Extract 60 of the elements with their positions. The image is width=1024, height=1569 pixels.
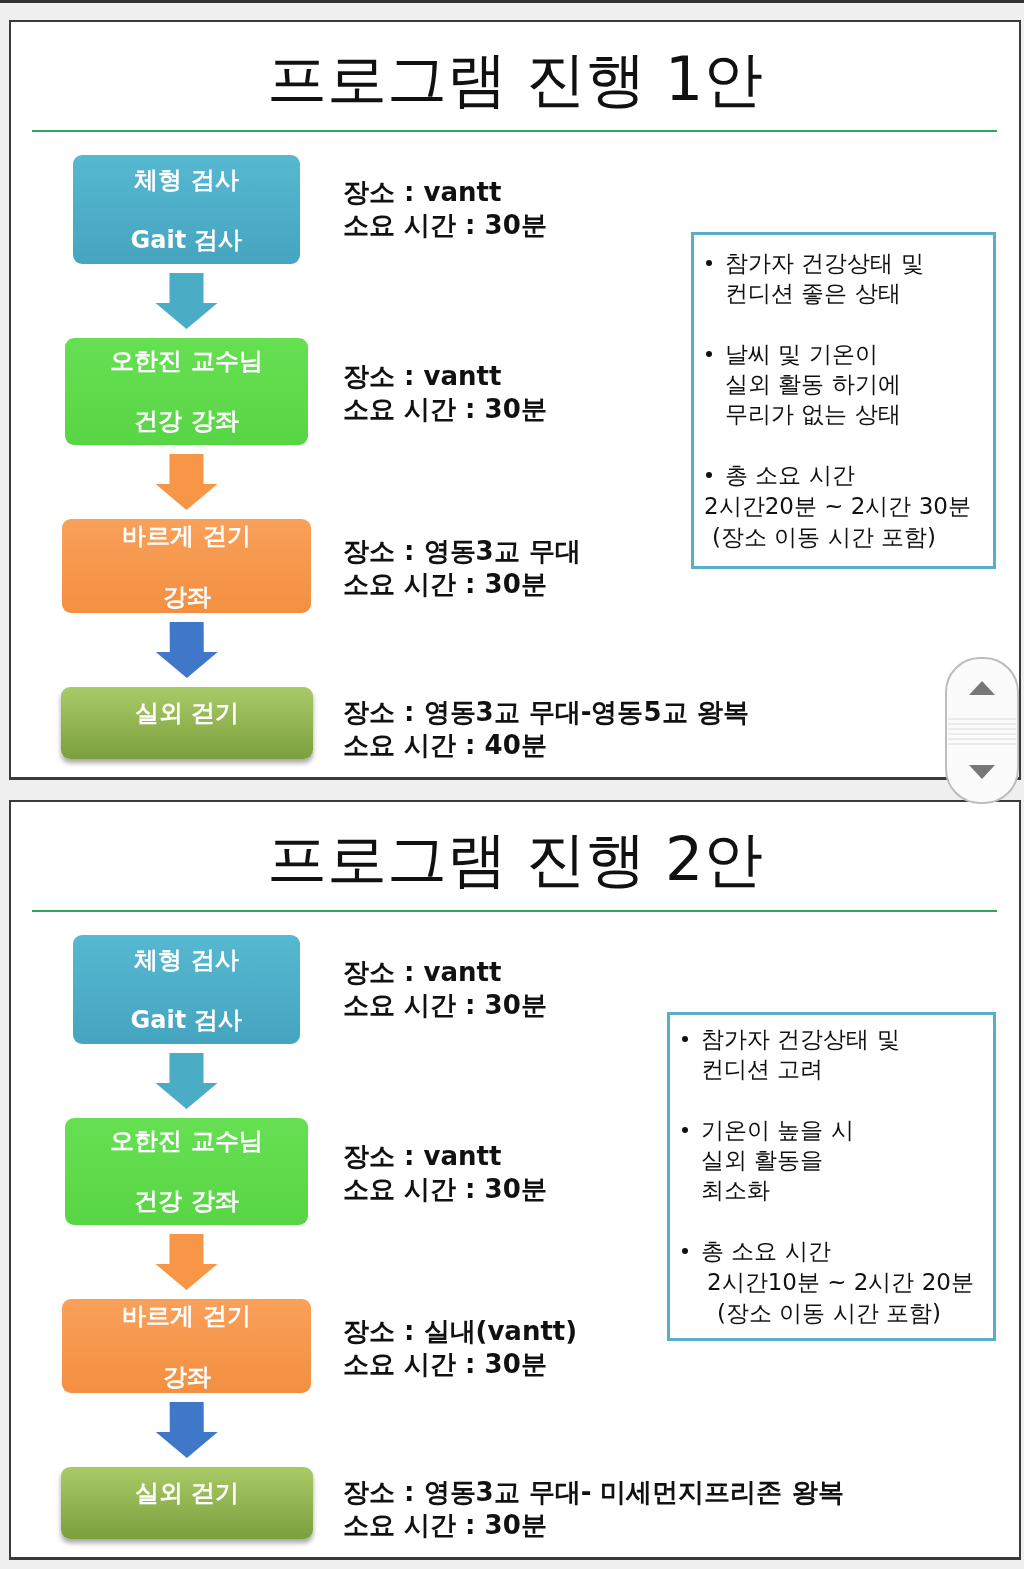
step-label: 체형 검사 [134, 945, 239, 975]
detail-text: 장소 : vantt [343, 1140, 502, 1173]
note-text: 기온이 높을 시 실외 활동을 최소화 [701, 1116, 855, 1205]
detail-text: 소요 시간 : 30분 [343, 393, 547, 426]
process-box [61, 687, 313, 759]
process-box [65, 1118, 308, 1225]
step-label: 강좌 [162, 1362, 211, 1392]
detail-text: 장소 : 영동3교 무대-영동5교 왕복 [343, 696, 749, 729]
note-text: 2시간20분 ~ 2시간 30분 [704, 492, 971, 521]
block-arrow [155, 1053, 218, 1109]
step-label: 실외 걷기 [134, 1478, 240, 1508]
block-arrow [155, 621, 218, 678]
process-box [62, 519, 311, 613]
note-box [691, 232, 996, 569]
process-box [73, 935, 300, 1044]
note-text: 날씨 및 기온이 실외 활동 하기에 무리가 없는 상태 [725, 340, 902, 429]
slide-panel [9, 20, 1021, 780]
slide-panel [9, 800, 1021, 1560]
process-box [73, 155, 300, 264]
step-label: Gait 검사 [130, 225, 243, 255]
block-arrow [155, 454, 218, 510]
detail-text: 장소 : 영동3교 무대- 미세먼지프리존 왕복 [343, 1476, 844, 1509]
note-text: 참가자 건강상태 및 컨디션 좋은 상태 [725, 249, 925, 308]
detail-text: 장소 : vantt [343, 176, 502, 209]
detail-text: 소요 시간 : 30분 [343, 1348, 547, 1381]
step-label: 오한진 교수님 [110, 346, 263, 376]
note-text: 2시간10분 ~ 2시간 20분 [707, 1268, 974, 1297]
note-text: (장소 이동 시간 포함) [717, 1299, 941, 1328]
step-label: Gait 검사 [130, 1005, 243, 1035]
block-arrow [155, 273, 218, 329]
step-label: 바르게 걷기 [122, 521, 251, 551]
block-arrow [155, 1401, 218, 1458]
slide-title: 프로그램 진행 1안 [266, 46, 764, 112]
step-label: 바르게 걷기 [122, 1301, 251, 1331]
step-label: 실외 걷기 [134, 698, 240, 728]
step-label: 건강 강좌 [134, 1186, 239, 1216]
process-box [62, 1299, 311, 1393]
step-label: 강좌 [162, 582, 211, 612]
note-box [667, 1012, 996, 1341]
step-label: 건강 강좌 [134, 406, 239, 436]
detail-text: 소요 시간 : 30분 [343, 209, 547, 242]
slide-title: 프로그램 진행 2안 [266, 826, 764, 892]
step-label: 오한진 교수님 [110, 1126, 263, 1156]
detail-text: 소요 시간 : 30분 [343, 568, 547, 601]
detail-text: 장소 : 영동3교 무대 [343, 535, 581, 568]
process-box [61, 1467, 313, 1539]
detail-text: 소요 시간 : 40분 [343, 729, 547, 762]
block-arrow [155, 1234, 218, 1290]
note-text: 총 소요 시간 [725, 461, 855, 490]
note-text: 총 소요 시간 [701, 1237, 831, 1266]
detail-text: 소요 시간 : 30분 [343, 1173, 547, 1206]
detail-text: 장소 : vantt [343, 956, 502, 989]
step-label: 체형 검사 [134, 165, 239, 195]
detail-text: 장소 : 실내(vantt) [343, 1315, 578, 1348]
note-text: 참가자 건강상태 및 컨디션 고려 [701, 1025, 901, 1084]
process-box [65, 338, 308, 445]
detail-text: 장소 : vantt [343, 360, 502, 393]
detail-text: 소요 시간 : 30분 [343, 1509, 547, 1542]
note-text: (장소 이동 시간 포함) [712, 523, 936, 552]
detail-text: 소요 시간 : 30분 [343, 989, 547, 1022]
